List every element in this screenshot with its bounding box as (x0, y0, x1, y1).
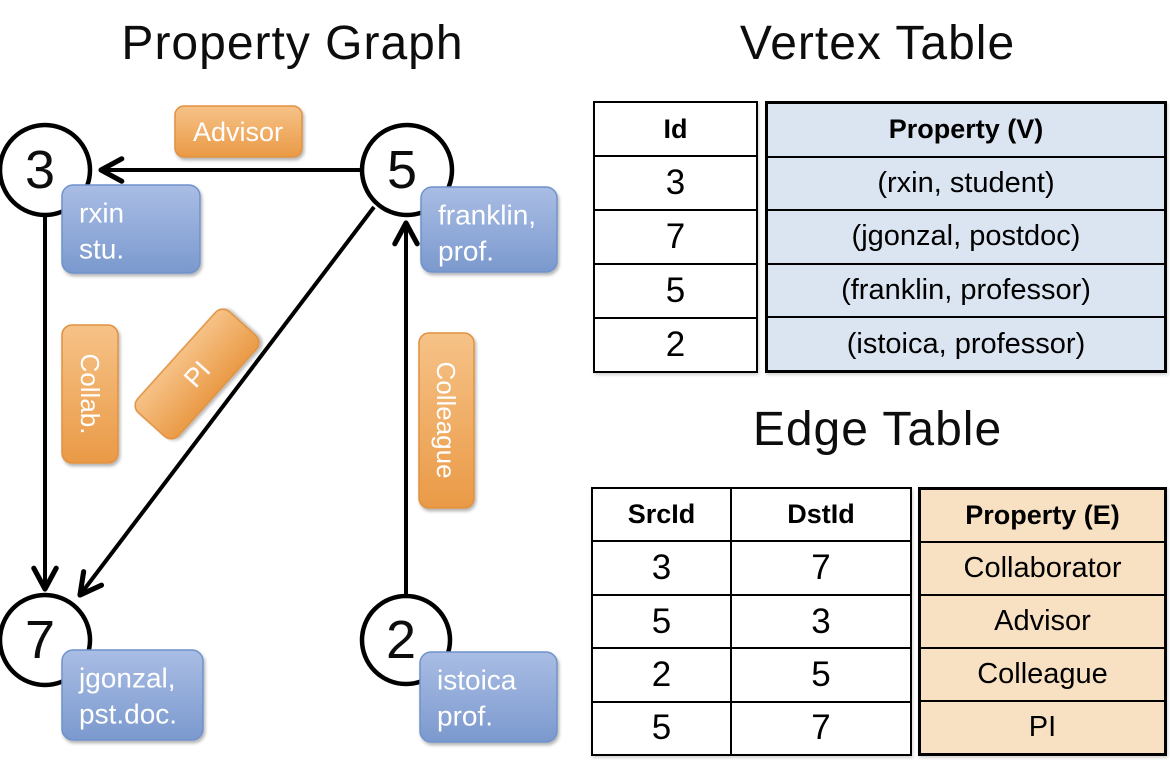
node-property-box-2: istoica prof. (419, 651, 558, 743)
property-graph-title: Property Graph (121, 17, 464, 70)
node-property-2-line1: istoica (437, 665, 517, 696)
edge-5-to-7 (77, 205, 376, 598)
edge-table-property-cell: Advisor (921, 596, 1164, 649)
edge-table-property-header: Property (E) (921, 490, 1164, 543)
vertex-table-property-header: Property (V) (768, 104, 1164, 158)
graph-node-7-id: 7 (25, 610, 55, 670)
edge-label-colleague: Colleague (418, 332, 475, 509)
vertex-table-id-cell: 3 (595, 157, 756, 211)
node-property-box-7: jgonzal, pst.doc. (61, 649, 204, 741)
edge-table-property-column: Property (E) Collaborator Advisor Collea… (918, 487, 1167, 756)
vertex-table-id-cell: 5 (595, 265, 756, 319)
node-property-3-line2: stu. (79, 234, 124, 265)
edge-table-dst-cell: 7 (732, 542, 910, 596)
edge-table-title: Edge Table (752, 403, 1003, 456)
graph-node-3-id: 3 (25, 140, 55, 200)
vertex-table-property-cell: (rxin, student) (768, 158, 1164, 212)
edge-table-id-columns: SrcId 3 5 2 5 DstId 7 3 5 7 (591, 487, 912, 756)
vertex-table-property-cell: (jgonzal, postdoc) (768, 211, 1164, 265)
edge-table-src-header: SrcId (593, 489, 730, 543)
vertex-table-property-column: Property (V) (rxin, student) (jgonzal, p… (765, 101, 1167, 373)
edge-label-collab-text: Collab. (75, 354, 105, 435)
node-property-5-line2: prof. (438, 236, 494, 267)
edge-table-dst-header: DstId (732, 489, 910, 543)
vertex-table-id-header: Id (595, 103, 756, 157)
vertex-table: Id 3 7 5 2 Property (V) (rxin, student) … (593, 101, 1167, 373)
edge-label-colleague-text: Colleague (431, 361, 461, 478)
edge-table-property-cell: PI (1028, 711, 1057, 743)
node-property-3-line1: rxin (79, 198, 124, 229)
edge-table-src-cell: 5 (593, 596, 730, 650)
vertex-table-id-column: Id 3 7 5 2 (593, 101, 758, 373)
edge-table-property-cell: Colleague (921, 649, 1164, 702)
edge-label-advisor: Advisor (174, 105, 303, 158)
vertex-table-property-cell: (istoica, professor) (846, 327, 1086, 360)
node-property-7-line2: pst.doc. (79, 699, 177, 730)
node-property-5-line1: franklin, (438, 200, 536, 231)
graph-node-5-id: 5 (387, 140, 417, 200)
node-property-box-3: rxin stu. (61, 184, 201, 274)
edge-table-src-cell: 2 (593, 649, 730, 703)
edge-label-collab: Collab. (61, 324, 119, 464)
edge-table-dst-cell: 3 (732, 596, 910, 650)
edge-table: SrcId 3 5 2 5 DstId 7 3 5 7 Property (E)… (591, 487, 1167, 756)
edge-table-src-cell: 5 (651, 708, 672, 748)
edge-table-dst-cell: 7 (811, 708, 831, 748)
property-graph-canvas: 3 5 7 2 Advisor Collab. PI Colleague rxi… (0, 105, 558, 743)
vertex-table-id-cell: 2 (665, 325, 686, 364)
edge-table-src-cell: 3 (593, 542, 730, 596)
node-property-7-line1: jgonzal, (78, 663, 176, 694)
vertex-table-id-cell: 7 (595, 211, 756, 265)
edge-table-dst-column: DstId 7 3 5 7 (732, 489, 910, 754)
node-property-2-line2: prof. (437, 701, 493, 732)
vertex-table-title: Vertex Table (739, 17, 1016, 70)
edge-table-property-cell: Collaborator (921, 543, 1164, 596)
edge-table-dst-cell: 5 (732, 649, 910, 703)
vertex-table-property-cell: (franklin, professor) (768, 265, 1164, 319)
edge-table-src-column: SrcId 3 5 2 5 (593, 489, 732, 754)
graph-node-2-id: 2 (386, 610, 416, 670)
edge-label-pi: PI (134, 308, 260, 440)
node-property-box-5: franklin, prof. (420, 186, 558, 273)
edge-label-advisor-text: Advisor (193, 117, 283, 147)
